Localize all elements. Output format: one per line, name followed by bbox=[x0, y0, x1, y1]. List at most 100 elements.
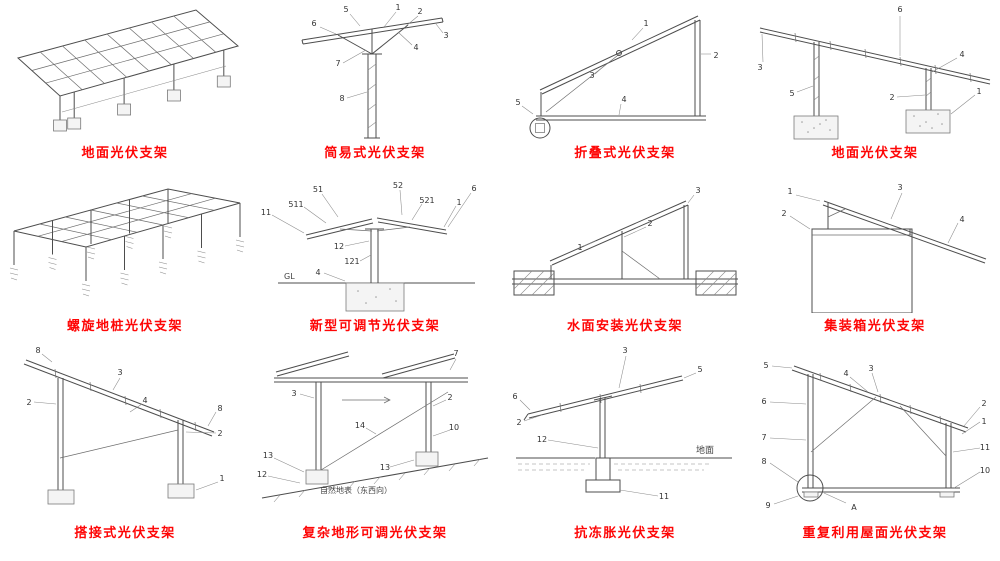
callouts: 6 3 5 4 1 2 bbox=[757, 5, 982, 115]
callout-label: 12 bbox=[537, 435, 547, 444]
panel bbox=[16, 9, 240, 97]
callout-label: 6 bbox=[471, 184, 476, 193]
callout-label: 2 bbox=[781, 209, 786, 218]
spiral-piles bbox=[9, 225, 245, 297]
diagram-label: 螺旋地桩光伏支架 bbox=[66, 318, 183, 333]
callout-label: 1 bbox=[976, 87, 981, 96]
platform bbox=[512, 278, 738, 285]
panels bbox=[305, 217, 448, 240]
callout-label: 6 bbox=[311, 19, 316, 28]
braces bbox=[337, 24, 409, 55]
callouts: 3 5 6 2 12 11 bbox=[512, 346, 702, 501]
direction-arrow bbox=[342, 396, 391, 404]
callout-label: 2 bbox=[217, 429, 222, 438]
panel bbox=[539, 15, 701, 95]
posts bbox=[13, 189, 241, 281]
callouts: 5 4 3 2 1 11 10 9 8 7 6 A bbox=[761, 361, 990, 512]
diagram-water-pv: 3 2 1 水面安装光伏支架 bbox=[500, 173, 750, 340]
support-posts bbox=[59, 50, 227, 120]
callout-label: 1 bbox=[577, 243, 582, 252]
post bbox=[365, 228, 384, 283]
callout-label: 2 bbox=[981, 399, 986, 408]
callout-label: 7 bbox=[453, 349, 458, 358]
callout-label: 12 bbox=[257, 470, 267, 479]
callout-label: 13 bbox=[380, 463, 390, 472]
posts bbox=[813, 42, 932, 116]
callout-label: 5 bbox=[343, 5, 348, 14]
callout-label: 11 bbox=[261, 208, 271, 217]
callout-label: 3 bbox=[443, 31, 448, 40]
roof-reuse-pv-drawing: 5 4 3 2 1 11 10 9 8 7 6 A bbox=[761, 361, 990, 512]
callouts: 8 2 3 4 8 2 1 bbox=[26, 346, 225, 491]
panel-struts bbox=[549, 200, 689, 280]
post-pier bbox=[585, 395, 621, 493]
callout-label: 5 bbox=[515, 98, 520, 107]
simple-pv-drawing: 1 2 3 4 5 6 7 8 bbox=[301, 3, 449, 139]
diagram-roof-reuse-pv: 5 4 3 2 1 11 10 9 8 7 6 A 重复利用屋面光伏支架 bbox=[750, 340, 1000, 561]
callout-label: 8 bbox=[217, 404, 222, 413]
callout-label: 52 bbox=[393, 181, 403, 190]
callout-label: 10 bbox=[980, 466, 990, 475]
callout-label: 5 bbox=[789, 89, 794, 98]
callout-label: 4 bbox=[413, 43, 418, 52]
adjustable-pv-drawing: GL 11 51 511 52 521 1 bbox=[261, 181, 477, 312]
diagram-terrain-pv: 自然地表（东西向） 7 3 2 10 14 13 13 12 复杂地形可调光伏支… bbox=[250, 340, 500, 561]
ground-pv-array-drawing bbox=[16, 9, 240, 132]
callout-label: 51 bbox=[313, 185, 323, 194]
roof-frame bbox=[13, 188, 241, 248]
callouts: 11 51 511 52 521 1 6 12 121 4 bbox=[261, 181, 477, 282]
diagram-label: 复杂地形可调光伏支架 bbox=[302, 525, 448, 540]
callout-label: 4 bbox=[142, 396, 147, 405]
callout-label: 2 bbox=[447, 393, 452, 402]
callout-label: 5 bbox=[763, 361, 768, 370]
panel bbox=[759, 27, 991, 85]
callouts: 1 2 3 4 5 6 7 8 bbox=[311, 3, 448, 103]
detail-circle bbox=[796, 474, 847, 504]
callout-label: 6 bbox=[897, 5, 902, 14]
frost-pv-drawing: 地面 3 5 6 2 12 11 bbox=[512, 346, 732, 501]
diagram-label: 重复利用屋面光伏支架 bbox=[802, 525, 948, 540]
diagram-label: 地面光伏支架 bbox=[831, 145, 919, 160]
callout-label: 121 bbox=[344, 257, 359, 266]
callout-label: 2 bbox=[26, 398, 31, 407]
callout-label: 3 bbox=[117, 368, 122, 377]
callout-label: 1 bbox=[395, 3, 400, 12]
callouts: 1 2 3 4 5 bbox=[515, 19, 719, 116]
diagram-label: 地面光伏支架 bbox=[81, 145, 169, 160]
callout-label: 8 bbox=[339, 94, 344, 103]
callout-label: 8 bbox=[35, 346, 40, 355]
diagram-frost-pv: 地面 3 5 6 2 12 11 抗冻胀光伏支架 bbox=[500, 340, 750, 561]
callout-label: 6 bbox=[512, 392, 517, 401]
callout-label: 2 bbox=[417, 7, 422, 16]
callout-label: 4 bbox=[959, 215, 964, 224]
diagram-adjustable-pv: GL 11 51 511 52 521 1 bbox=[250, 173, 500, 340]
detail-label: A bbox=[851, 503, 857, 512]
callout-label: 13 bbox=[263, 451, 273, 460]
callout-label: 4 bbox=[843, 369, 848, 378]
callouts: 3 2 1 bbox=[577, 186, 700, 252]
diagram-label: 新型可调节光伏支架 bbox=[309, 318, 441, 333]
callout-label: 1 bbox=[643, 19, 648, 28]
callout-label: 3 bbox=[868, 364, 873, 373]
callout-label: 1 bbox=[787, 187, 792, 196]
concrete-footings bbox=[793, 109, 951, 140]
diagram-label: 简易式光伏支架 bbox=[324, 145, 426, 160]
callout-label: 3 bbox=[291, 389, 296, 398]
diagram-lap-joint-pv: 8 2 3 4 8 2 1 搭接式光伏支架 bbox=[0, 340, 250, 561]
diagram-ground-pv-2: 6 3 5 4 1 2 地面光伏支架 bbox=[750, 0, 1000, 173]
container-box bbox=[811, 228, 913, 313]
callout-label: 2 bbox=[516, 418, 521, 427]
diagram-label: 抗冻胀光伏支架 bbox=[574, 525, 676, 540]
ground-note: 地面 bbox=[696, 444, 714, 456]
posts bbox=[307, 382, 449, 482]
callout-label: 4 bbox=[959, 50, 964, 59]
diagram-spiral-pile-pv: 螺旋地桩光伏支架 bbox=[0, 173, 250, 340]
callout-label: 3 bbox=[897, 183, 902, 192]
callout-label: 1 bbox=[456, 198, 461, 207]
diagram-container-pv: 1 2 3 4 集装箱光伏支架 bbox=[750, 173, 1000, 340]
diagram-label: 搭接式光伏支架 bbox=[74, 525, 176, 540]
diagram-folding-pv: 1 2 3 4 5 折叠式光伏支架 bbox=[500, 0, 750, 173]
panel bbox=[523, 375, 684, 421]
top-beam-panels bbox=[274, 351, 468, 383]
diagram-label: 折叠式光伏支架 bbox=[574, 145, 676, 160]
